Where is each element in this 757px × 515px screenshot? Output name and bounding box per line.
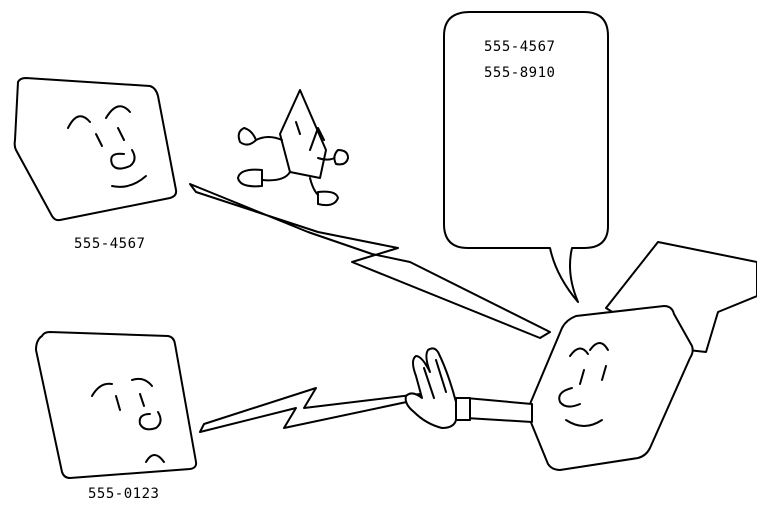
paper-character-body <box>280 90 326 178</box>
sad-device-bottom-left <box>36 332 196 478</box>
lower-lightning-bolt <box>200 388 420 432</box>
sad-device-body <box>36 332 196 478</box>
waving-hand <box>406 348 532 428</box>
top-left-caller-number: 555-4567 <box>74 236 145 252</box>
paper-character-left-hand <box>239 128 256 145</box>
happy-device-top-left <box>15 78 176 220</box>
speech-bubble-line-1: 555-4567 <box>484 34 555 60</box>
paper-character-right-hand <box>334 150 348 164</box>
speech-bubble-text: 555-4567 555-8910 <box>484 34 555 86</box>
paper-character-left-leg <box>262 172 290 180</box>
paper-character-right-foot <box>318 192 338 206</box>
cuff <box>456 398 470 420</box>
paper-character-left-arm <box>256 137 282 140</box>
arm <box>466 398 532 422</box>
speech-bubble-line-2: 555-8910 <box>484 60 555 86</box>
happy-device-body <box>15 78 176 220</box>
receiving-device-body <box>529 306 693 470</box>
bottom-left-caller-number: 555-0123 <box>88 486 159 502</box>
receiving-device-right <box>529 306 693 470</box>
walking-paper-character <box>238 90 348 205</box>
paper-character-left-foot <box>238 170 262 187</box>
